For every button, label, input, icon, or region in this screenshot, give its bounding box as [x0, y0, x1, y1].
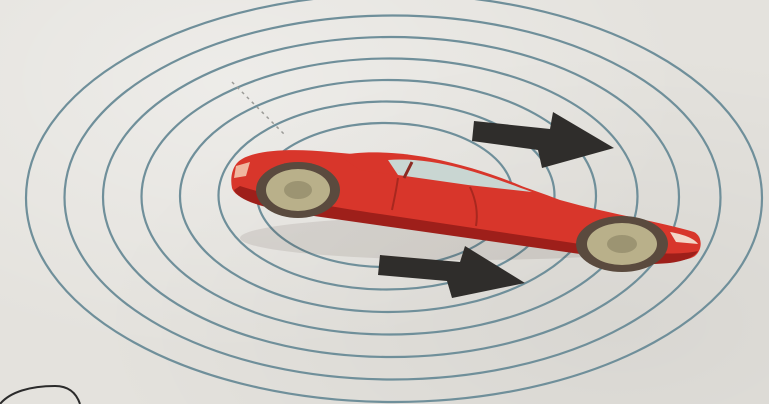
arrow-right-icon: [472, 112, 614, 168]
front-wheel: [576, 216, 668, 272]
red-sports-car: [231, 150, 700, 272]
stray-curve-mark: [0, 386, 80, 404]
rear-wheel: [256, 162, 340, 218]
dashed-guide-mark: [232, 82, 285, 135]
